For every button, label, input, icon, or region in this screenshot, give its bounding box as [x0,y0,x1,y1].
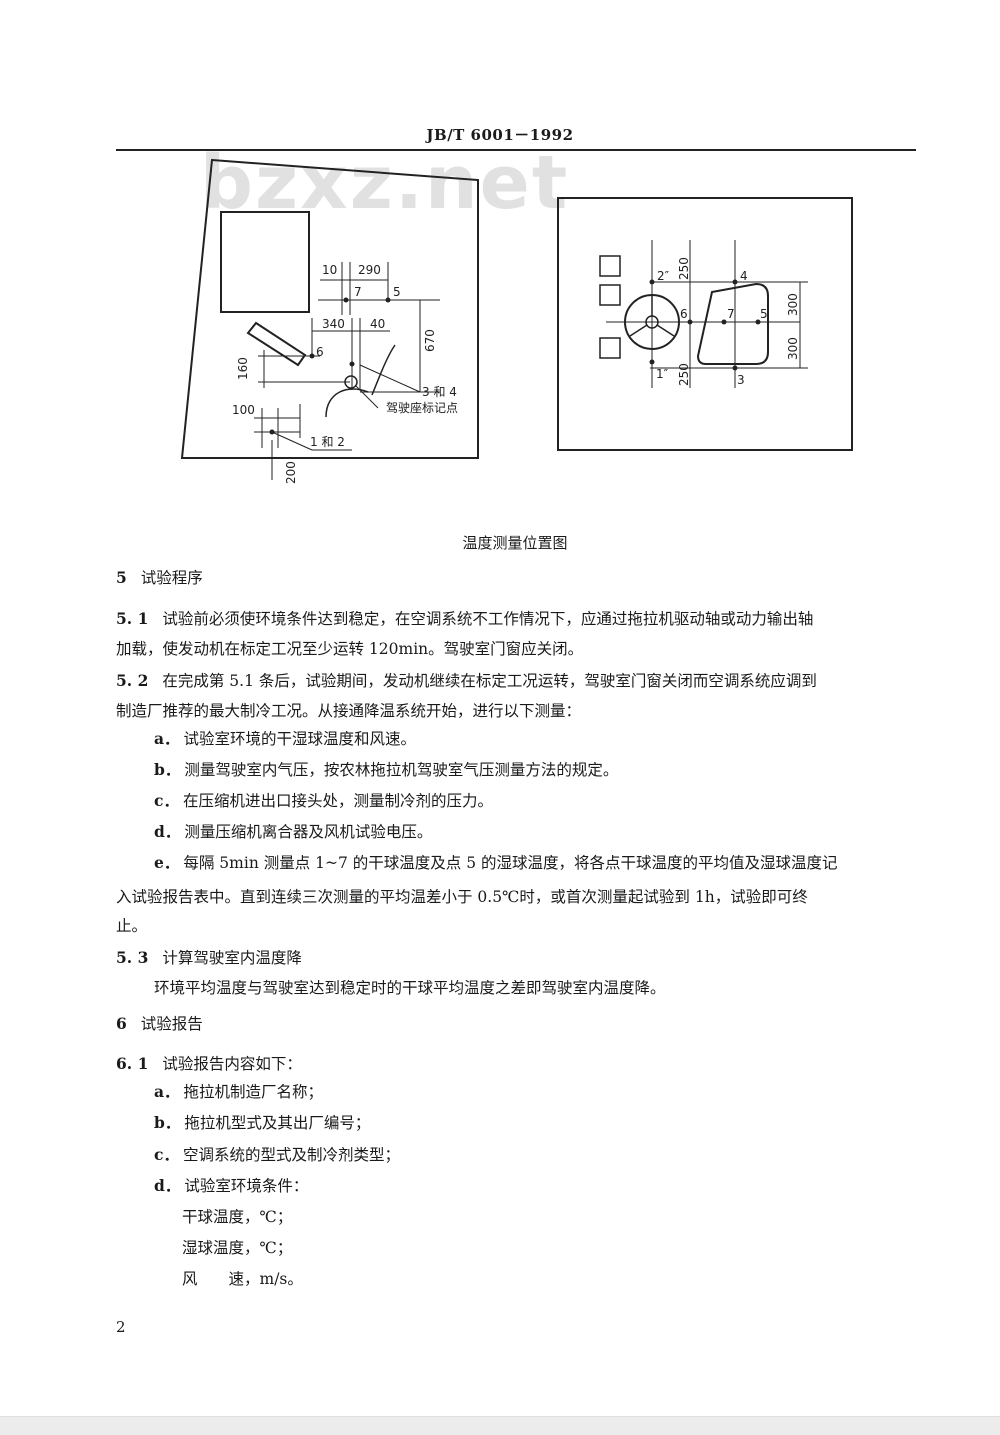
right-dimension-lines [606,240,808,388]
clause-6-1: 6. 1 试验报告内容如下： [116,1048,916,1080]
dim-250-top: 250 [677,257,691,280]
item-5-2-e: e．每隔 5min 测量点 1~7 的干球温度及点 5 的湿球温度，将各点干球温… [154,853,838,872]
point-7-label: 7 [354,285,362,299]
dim-300-a: 300 [786,293,800,316]
cab-front-outline [557,197,853,451]
left-measure-points [269,297,391,435]
item-5-2-e-cont2: 止。 [116,917,148,935]
section-title: 试验报告 [140,1015,203,1033]
item-5-2-c: c．在压缩机进出口接头处，测量制冷剂的压力。 [154,791,493,810]
cab-outline [180,158,479,459]
gauge-2 [599,284,621,306]
item-5-2-a: a．试验室环境的干湿球温度和风速。 [154,729,417,748]
seat-front [696,282,769,365]
item-5-2-d: d．测量压缩机离合器及风机试验电压。 [154,822,433,841]
env-wind-speed: 风 速，m/s。 [182,1270,303,1288]
header-rule [116,149,916,151]
dim-200: 200 [284,461,298,484]
clause-5-3-body: 环境平均温度与驾驶室达到稳定时的干球平均温度之差即驾驶室内温度降。 [154,979,666,997]
section-number: 6 [116,1014,127,1033]
dim-40: 40 [370,317,385,331]
point-4-label: 4 [740,269,748,283]
point-5-label: 5 [393,285,401,299]
clause-number: 5. 3 [116,948,149,967]
point-7-label: 7 [727,307,735,321]
point-3-label: 3 [737,373,745,387]
page-number: 2 [116,1318,126,1336]
clause-title: 计算驾驶室内温度降 [162,949,302,967]
standard-header: JB/T 6001－1992 [426,126,574,144]
point-6-label: 6 [316,345,324,359]
seat-back [325,388,369,418]
clause-5-1-cont: 加载，使发动机在标定工况至少运转 120min。驾驶室门窗应关闭。 [116,640,584,658]
cab-front-view [557,197,853,451]
dim-10: 10 [322,263,337,277]
item-6-1-c: c．空调系统的型式及制冷剂类型； [154,1145,400,1164]
dim-300-b: 300 [786,337,800,360]
section-5-heading: 5 试验程序 [116,562,916,594]
clause-5-1: 5. 1 试验前必须使环境条件达到稳定，在空调系统不工作情况下，应通过拖拉机驱动轴… [116,603,916,635]
item-6-1-d: d．试验室环境条件： [154,1176,309,1195]
clause-text: 在完成第 5.1 条后，试验期间，发动机继续在标定工况运转，驾驶室门窗关闭而空调… [162,672,817,690]
point-1pp-label: 1″ [656,367,669,381]
section-number: 5 [116,568,127,587]
section-6-heading: 6 试验报告 [116,1008,916,1040]
label-3-and-4: 3 和 4 [422,385,457,399]
dim-100: 100 [232,403,255,417]
left-dimension-lines [254,262,440,480]
item-5-2-e-cont: 入试验报告表中。直到连续三次测量的平均温差小于 0.5℃时，或首次测量起试验到 … [116,888,808,906]
item-6-1-a: a．拖拉机制造厂名称； [154,1082,324,1101]
label-1-and-2: 1 和 2 [310,435,345,449]
clause-number: 6. 1 [116,1054,149,1073]
clause-text: 试验前必须使环境条件达到稳定，在空调系统不工作情况下，应通过拖拉机驱动轴或动力输… [162,610,814,628]
cab-side-view [180,158,479,459]
clause-5-2-cont: 制造厂推荐的最大制冷工况。从接通降温系统开始，进行以下测量： [116,702,582,720]
clause-title: 试验报告内容如下： [162,1055,302,1073]
right-measure-points [649,279,761,371]
dim-290: 290 [358,263,381,277]
point-6-label: 6 [680,307,688,321]
item-6-1-b: b．拖拉机型式及其出厂编号； [154,1113,371,1132]
dim-250-bottom: 250 [677,363,691,386]
point-2pp-label: 2″ [657,269,670,283]
dim-670: 670 [423,329,437,352]
env-wet-bulb: 湿球温度，℃； [182,1239,293,1257]
clause-number: 5. 1 [116,609,149,628]
dim-340: 340 [322,317,345,331]
clause-5-2: 5. 2 在完成第 5.1 条后，试验期间，发动机继续在标定工况运转，驾驶室门窗关… [116,665,916,697]
point-5-label: 5 [760,307,768,321]
section-title: 试验程序 [140,569,203,587]
env-dry-bulb: 干球温度，℃； [182,1208,293,1226]
side-window [220,211,310,313]
gauge-3 [599,337,621,359]
item-5-2-b: b．测量驾驶室内气压，按农林拖拉机驾驶室气压测量方法的规定。 [154,760,619,779]
clause-5-3: 5. 3 计算驾驶室内温度降 [116,942,916,974]
dim-160: 160 [236,357,250,380]
temperature-measurement-figure: 10 290 7 5 340 40 6 3 和 4 驾驶座标记点 100 1 和… [180,158,853,484]
clause-number: 5. 2 [116,671,149,690]
figure-caption: 温度测量位置图 [462,534,568,552]
gauge-1 [599,255,621,277]
viewer-bottom-bar [0,1416,1000,1435]
seat-mark-label: 驾驶座标记点 [386,400,458,415]
steering-column [246,321,307,367]
